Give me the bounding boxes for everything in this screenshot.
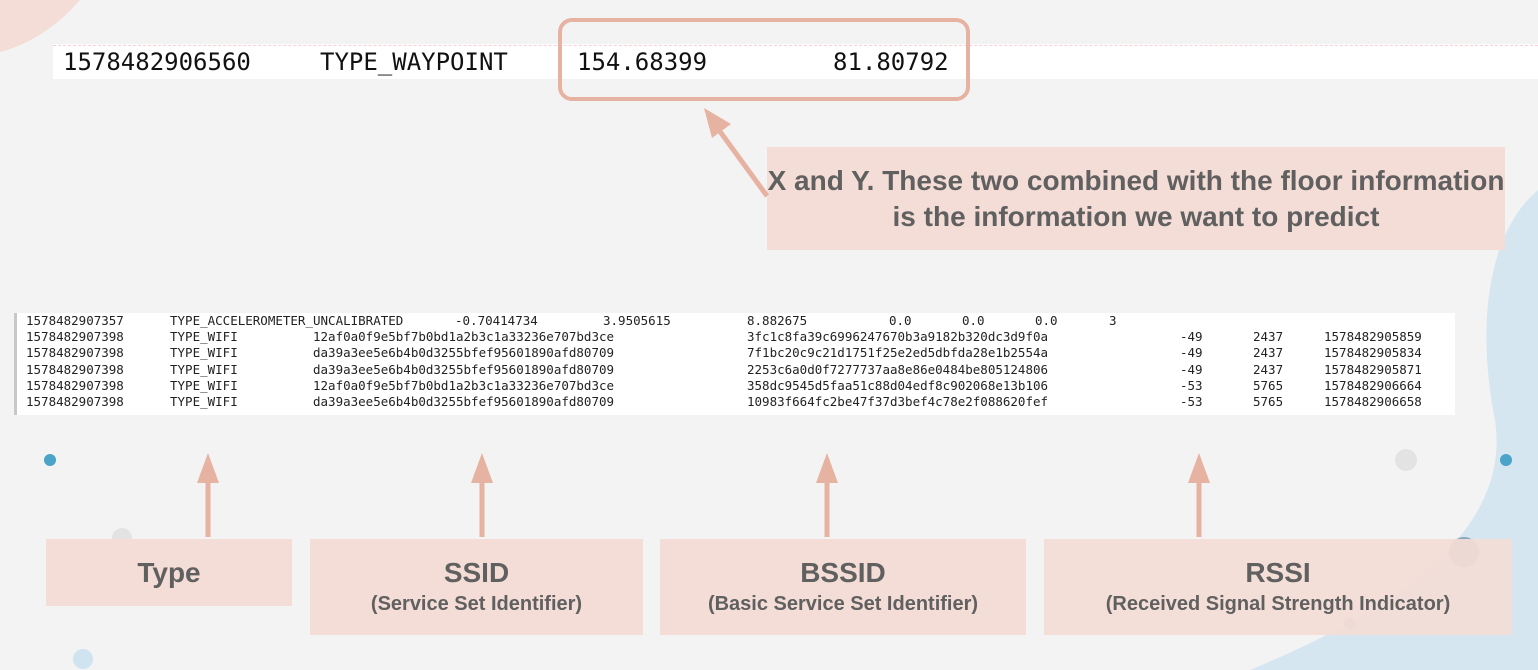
log-cell: 1578482907398 xyxy=(26,345,124,361)
log-cell: 0.0 xyxy=(889,313,912,328)
log-cell: -49 xyxy=(1180,345,1203,361)
log-cell: TYPE_WIFI xyxy=(170,361,238,377)
log-cell: 358dc9545d5faa51c88d04edf8c902068e13b106 xyxy=(747,377,1049,393)
log-row: 1578482907398 TYPE_WIFI da39a3ee5e6b4b0d… xyxy=(17,345,1455,361)
label-type: Type xyxy=(46,539,292,606)
log-cell: 0.0 xyxy=(1035,313,1058,328)
xy-note-text: X and Y. These two combined with the flo… xyxy=(767,165,1505,232)
log-cell: 2437 xyxy=(1253,329,1284,345)
log-cell: TYPE_WIFI xyxy=(170,329,238,345)
sensor-log: 1578482907357 TYPE_ACCELEROMETER_UNCALIB… xyxy=(14,313,1455,415)
log-cell: -53 xyxy=(1180,393,1203,409)
dot-blue-left xyxy=(44,454,56,466)
log-cell: 1578482905859 xyxy=(1324,329,1422,345)
log-cell: 1578482905834 xyxy=(1324,345,1422,361)
log-cell: 3 xyxy=(1109,313,1117,328)
label-bssid-title: BSSID xyxy=(800,557,886,588)
divider xyxy=(53,45,1538,46)
label-rssi-subtitle: (Received Signal Strength Indicator) xyxy=(1105,593,1451,615)
arrow-xy xyxy=(704,108,770,198)
log-cell: 12af0a0f9e5bf7b0bd1a2b3c1a33236e707bd3ce xyxy=(313,377,615,393)
log-cell: 5765 xyxy=(1253,377,1284,393)
log-cell: -49 xyxy=(1180,329,1203,345)
log-cell: 5765 xyxy=(1253,393,1284,409)
label-rssi: RSSI (Received Signal Strength Indicator… xyxy=(1044,539,1512,635)
log-cell: 1578482905871 xyxy=(1324,361,1422,377)
label-rssi-title: RSSI xyxy=(1245,557,1311,588)
waypoint-timestamp: 1578482906560 xyxy=(63,48,251,76)
log-cell: TYPE_WIFI xyxy=(170,393,238,409)
log-row: 1578482907398 TYPE_WIFI da39a3ee5e6b4b0d… xyxy=(17,394,1455,410)
log-row: 1578482907357 TYPE_ACCELEROMETER_UNCALIB… xyxy=(17,313,1455,329)
log-cell: 1578482906658 xyxy=(1324,393,1422,409)
dot-blue-right xyxy=(1500,454,1512,466)
log-cell: 1578482907398 xyxy=(26,329,124,345)
label-type-title: Type xyxy=(137,557,201,588)
arrow-rssi xyxy=(1188,453,1210,537)
log-cell: 3fc1c8fa39c6996247670b3a9182b320dc3d9f0a xyxy=(747,329,1049,345)
label-bssid: BSSID (Basic Service Set Identifier) xyxy=(660,539,1026,635)
log-row: 1578482907398 TYPE_WIFI da39a3ee5e6b4b0d… xyxy=(17,362,1455,378)
log-cell: -49 xyxy=(1180,361,1203,377)
log-cell: -0.70414734 xyxy=(455,313,538,328)
arrow-bssid xyxy=(816,453,838,537)
label-bssid-subtitle: (Basic Service Set Identifier) xyxy=(707,593,979,615)
top-left-blob xyxy=(0,0,80,52)
log-cell: TYPE_ACCELEROMETER_UNCALIBRATED xyxy=(170,313,404,328)
log-row: 1578482907398 TYPE_WIFI 12af0a0f9e5bf7b0… xyxy=(17,378,1455,394)
label-ssid: SSID (Service Set Identifier) xyxy=(310,539,643,635)
log-cell: 2253c6a0d0f7277737aa8e86e0484be805124806 xyxy=(747,361,1049,377)
dot-lightblue xyxy=(73,649,93,669)
label-ssid-title: SSID xyxy=(443,557,510,588)
arrow-type xyxy=(197,453,219,537)
log-cell: da39a3ee5e6b4b0d3255bfef95601890afd80709 xyxy=(313,361,615,377)
log-cell: TYPE_WIFI xyxy=(170,377,238,393)
arrow-ssid xyxy=(471,453,493,537)
log-cell: 1578482907398 xyxy=(26,393,124,409)
log-cell: 2437 xyxy=(1253,361,1284,377)
log-cell: 12af0a0f9e5bf7b0bd1a2b3c1a33236e707bd3ce xyxy=(313,329,615,345)
log-cell: 7f1bc20c9c21d1751f25e2ed5dbfda28e1b2554a xyxy=(747,345,1049,361)
log-cell: 1578482907398 xyxy=(26,377,124,393)
log-cell: -53 xyxy=(1180,377,1203,393)
dot-gray-right xyxy=(1395,449,1417,471)
log-cell: 2437 xyxy=(1253,345,1284,361)
log-cell: 10983f664fc2be47f37d3bef4c78e2f088620fef xyxy=(747,393,1049,409)
log-cell: 0.0 xyxy=(962,313,985,328)
log-cell: TYPE_WIFI xyxy=(170,345,238,361)
log-cell: da39a3ee5e6b4b0d3255bfef95601890afd80709 xyxy=(313,393,615,409)
log-cell: 1578482906664 xyxy=(1324,377,1422,393)
waypoint-y: 81.80792 xyxy=(833,48,949,76)
waypoint-record: 1578482906560 TYPE_WAYPOINT 154.68399 81… xyxy=(53,44,1538,79)
log-cell: 1578482907357 xyxy=(26,313,124,328)
waypoint-x: 154.68399 xyxy=(577,48,708,76)
waypoint-type: TYPE_WAYPOINT xyxy=(320,48,508,76)
log-row: 1578482907398 TYPE_WIFI 12af0a0f9e5bf7b0… xyxy=(17,329,1455,345)
xy-highlight-frame xyxy=(558,18,970,101)
label-ssid-subtitle: (Service Set Identifier) xyxy=(370,593,583,615)
xy-note: X and Y. These two combined with the flo… xyxy=(767,147,1505,250)
log-cell: 3.9505615 xyxy=(603,313,671,328)
log-cell: 1578482907398 xyxy=(26,361,124,377)
log-cell: 8.882675 xyxy=(747,313,808,328)
log-cell: da39a3ee5e6b4b0d3255bfef95601890afd80709 xyxy=(313,345,615,361)
